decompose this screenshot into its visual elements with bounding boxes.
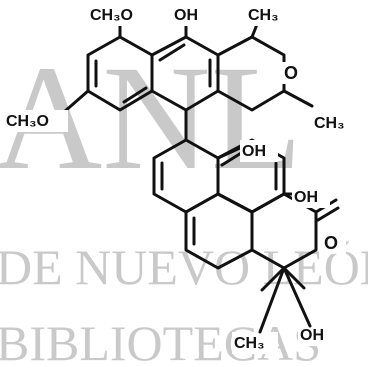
label-ketone-o: O [324, 233, 338, 253]
label-ch3-top: CH₃ [248, 7, 279, 24]
bond-ch3-right [282, 89, 314, 108]
double-bond [122, 86, 148, 104]
bond-ch3-bottom [260, 266, 286, 292]
bond-oh-bottom-extended [282, 266, 312, 328]
label-oh-mid: OH [242, 143, 266, 160]
label-och3-left: CH₃O [6, 113, 49, 130]
label-ring-o: O [284, 63, 298, 83]
upper-ring-system [62, 18, 314, 142]
bond-oh-mid [216, 146, 242, 160]
label-ch3-right: CH₃ [314, 115, 345, 132]
label-oh-top: OH [174, 7, 198, 24]
label-och3-top: CH₃O [90, 7, 133, 24]
bond-ketone-double [316, 206, 340, 222]
watermark-middle-text: DE NUEVO LEÓN [0, 239, 368, 295]
bond-ch3-bottom-extended [258, 266, 286, 334]
label-oh-lower: OH [294, 189, 318, 206]
atom-labels: CH₃O CH₃O OH CH₃ O CH₃ OH OH O CH₃ OH [4, 4, 366, 354]
bottom-substituent-bonds [258, 266, 312, 334]
label-oh-bottom: OH [300, 327, 324, 344]
bond-oh-bottom [282, 266, 306, 290]
label-ch3-bottom: CH₃ [234, 335, 265, 352]
double-bond [158, 43, 186, 62]
bond-och3-left [62, 89, 90, 114]
